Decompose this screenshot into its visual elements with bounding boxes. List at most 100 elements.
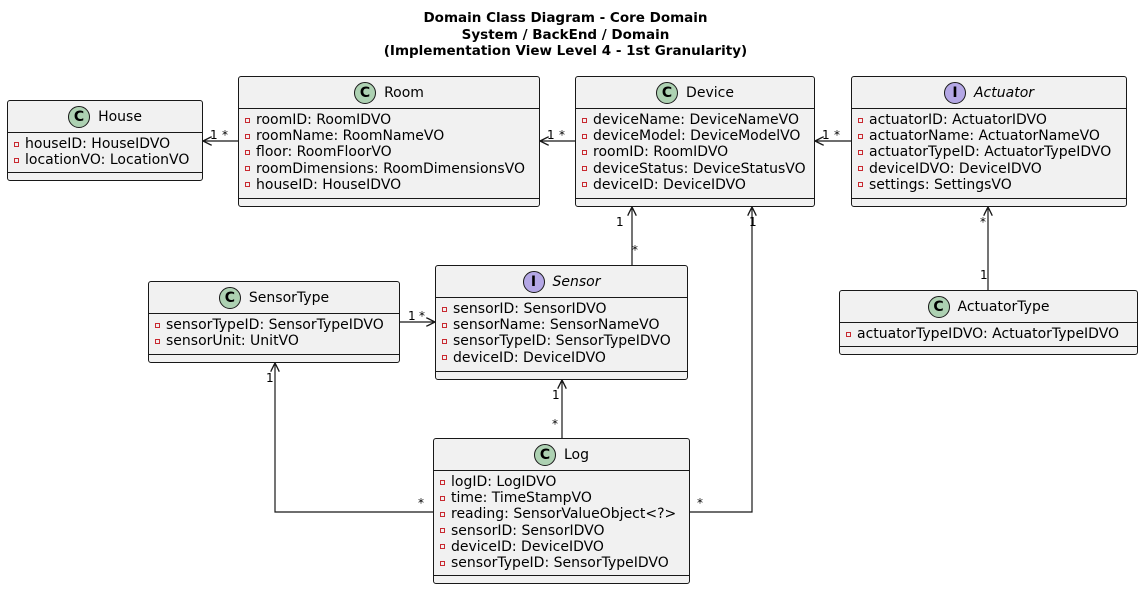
attribute: houseID: HouseIDVO: [239, 177, 539, 193]
private-visibility-icon: [582, 117, 587, 123]
attribute: deviceID: DeviceIDVO: [576, 177, 814, 193]
interface-sensor[interactable]: I Sensor sensorID: SensorIDVO sensorName…: [435, 265, 688, 380]
attribute: settings: SettingsVO: [852, 177, 1126, 193]
link-log-device: [690, 207, 752, 513]
attribute: actuatorTypeIDVO: ActuatorTypeIDVO: [840, 326, 1137, 342]
attribute: time: TimeStampVO: [434, 490, 689, 506]
private-visibility-icon: [245, 166, 250, 172]
class-name: Actuator: [973, 84, 1035, 101]
attribute: deviceIDVO: DeviceIDVO: [852, 161, 1126, 177]
private-visibility-icon: [582, 166, 587, 172]
class-actuatortype-header: C ActuatorType: [840, 291, 1137, 323]
private-visibility-icon: [442, 338, 447, 344]
methods-separator: [576, 198, 814, 199]
mult-sensor-device-to: 1: [616, 215, 624, 229]
mult-sensortype-sensor-to: *: [419, 309, 425, 323]
methods-separator: [436, 371, 687, 372]
class-name: Sensor: [552, 273, 601, 290]
interface-actuator-header: I Actuator: [852, 77, 1126, 109]
interface-actuator[interactable]: I Actuator actuatorID: ActuatorIDVO actu…: [851, 76, 1127, 207]
methods-separator: [434, 575, 689, 576]
methods-separator: [149, 354, 399, 355]
class-sensortype-header: C SensorType: [149, 282, 399, 314]
interface-stereotype-icon: I: [943, 81, 966, 104]
methods-separator: [239, 198, 539, 199]
class-name: Room: [384, 84, 424, 101]
methods-separator: [840, 346, 1137, 347]
private-visibility-icon: [245, 117, 250, 123]
mult-actuatortype-actuator-to: *: [980, 215, 986, 229]
attribute: sensorID: SensorIDVO: [436, 301, 687, 317]
class-name: ActuatorType: [957, 298, 1050, 315]
class-device[interactable]: C Device deviceName: DeviceNameVO device…: [575, 76, 815, 207]
private-visibility-icon: [442, 355, 447, 361]
attribute: deviceID: DeviceIDVO: [436, 350, 687, 366]
methods-separator: [8, 172, 202, 173]
class-sensortype[interactable]: C SensorType sensorTypeID: SensorTypeIDV…: [148, 281, 400, 363]
mult-log-device-from: *: [697, 496, 703, 510]
private-visibility-icon: [440, 528, 445, 534]
private-visibility-icon: [442, 306, 447, 312]
class-actuatortype[interactable]: C ActuatorType actuatorTypeIDVO: Actuato…: [839, 290, 1138, 355]
diagram-title: Domain Class Diagram - Core Domain Syste…: [0, 10, 1131, 60]
class-name: Device: [686, 84, 734, 101]
mult-sensor-device-from: *: [632, 243, 638, 257]
class-room-header: C Room: [239, 77, 539, 109]
private-visibility-icon: [858, 133, 863, 139]
attribute: actuatorID: ActuatorIDVO: [852, 112, 1126, 128]
mult-log-sensor-from: *: [552, 417, 558, 431]
class-name: House: [98, 108, 142, 125]
attribute: deviceID: DeviceIDVO: [434, 539, 689, 555]
attribute: roomName: RoomNameVO: [239, 128, 539, 144]
mult-log-sensortype-from: *: [418, 496, 424, 510]
attribute: reading: SensorValueObject<?>: [434, 506, 689, 522]
class-stereotype-icon: C: [656, 81, 679, 104]
attribute: sensorTypeID: SensorTypeIDVO: [434, 555, 689, 571]
link-log-sensortype: [275, 363, 433, 513]
attribute: deviceStatus: DeviceStatusVO: [576, 161, 814, 177]
class-log-header: C Log: [434, 439, 689, 471]
class-house[interactable]: C House houseID: HouseIDVO locationVO: L…: [7, 100, 203, 181]
attribute: actuatorTypeID: ActuatorTypeIDVO: [852, 144, 1126, 160]
private-visibility-icon: [440, 511, 445, 517]
mult-actuator-device-from: *: [834, 128, 840, 142]
private-visibility-icon: [245, 133, 250, 139]
private-visibility-icon: [858, 166, 863, 172]
private-visibility-icon: [14, 141, 19, 147]
class-stereotype-icon: C: [533, 443, 556, 466]
class-log[interactable]: C Log logID: LogIDVO time: TimeStampVO r…: [433, 438, 690, 584]
private-visibility-icon: [245, 149, 250, 155]
attribute: deviceModel: DeviceModelVO: [576, 128, 814, 144]
mult-room-house-from: *: [222, 128, 228, 142]
mult-sensortype-sensor-from: 1: [408, 309, 416, 323]
private-visibility-icon: [245, 182, 250, 188]
class-stereotype-icon: C: [218, 286, 241, 309]
private-visibility-icon: [442, 322, 447, 328]
attribute: houseID: HouseIDVO: [8, 136, 202, 152]
interface-sensor-header: I Sensor: [436, 266, 687, 298]
title-line-2: System / BackEnd / Domain: [461, 26, 670, 43]
private-visibility-icon: [858, 149, 863, 155]
private-visibility-icon: [155, 338, 160, 344]
class-house-header: C House: [8, 101, 202, 133]
class-device-header: C Device: [576, 77, 814, 109]
private-visibility-icon: [440, 479, 445, 485]
attribute: logID: LogIDVO: [434, 474, 689, 490]
attribute: roomDimensions: RoomDimensionsVO: [239, 161, 539, 177]
class-room[interactable]: C Room roomID: RoomIDVO roomName: RoomNa…: [238, 76, 540, 207]
attribute: sensorTypeID: SensorTypeIDVO: [149, 317, 399, 333]
class-stereotype-icon: C: [68, 105, 91, 128]
private-visibility-icon: [858, 117, 863, 123]
mult-log-sensor-to: 1: [552, 388, 560, 402]
mult-log-sensortype-to: 1: [266, 371, 274, 385]
private-visibility-icon: [155, 322, 160, 328]
private-visibility-icon: [582, 133, 587, 139]
interface-stereotype-icon: I: [522, 270, 545, 293]
private-visibility-icon: [846, 331, 851, 337]
mult-actuatortype-actuator-from: 1: [980, 268, 988, 282]
attribute: sensorID: SensorIDVO: [434, 523, 689, 539]
private-visibility-icon: [14, 157, 19, 163]
mult-device-room-to: 1: [547, 128, 555, 142]
mult-device-room-from: *: [559, 128, 565, 142]
